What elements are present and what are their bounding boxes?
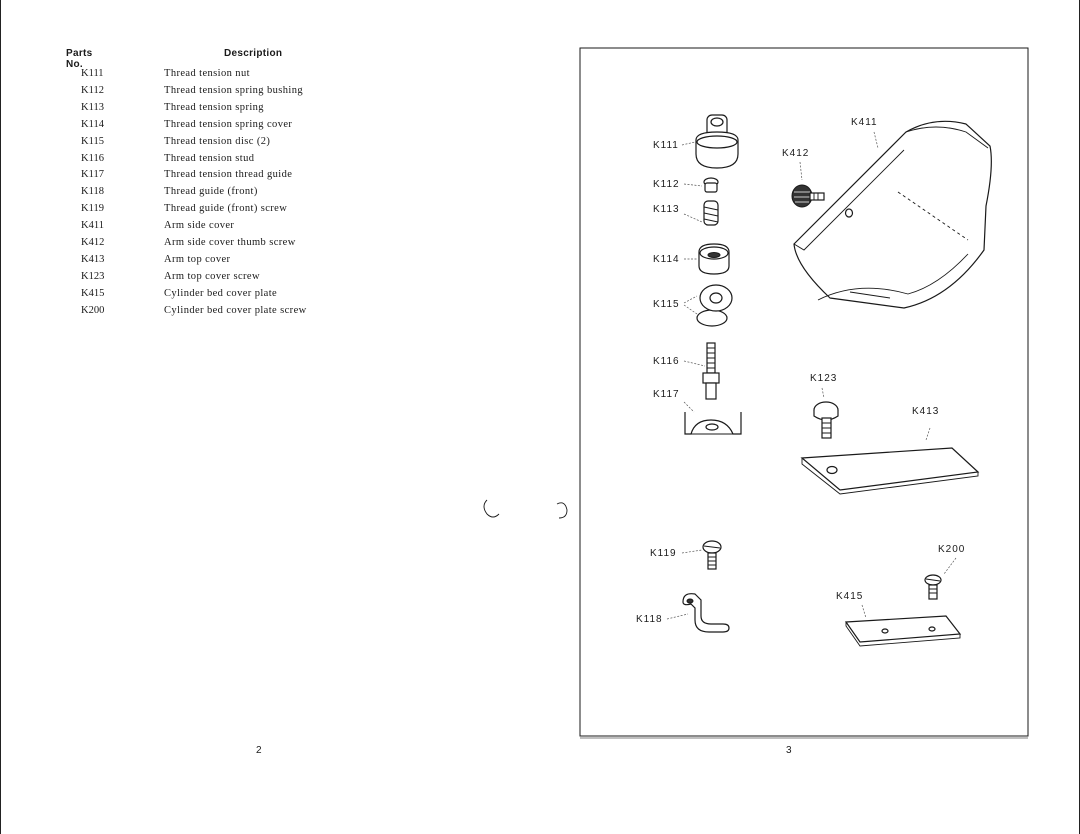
leader-k413 — [925, 427, 931, 441]
part-description: Cylinder bed cover plate screw — [164, 304, 307, 316]
label-k412: K412 — [782, 148, 809, 159]
part-description: Thread tension spring bushing — [164, 84, 304, 96]
part-number: K119 — [81, 203, 104, 215]
part-description: Cylinder bed cover plate — [164, 287, 278, 299]
part-description: Thread tension thread guide — [164, 169, 293, 181]
part-description: Arm side cover — [164, 220, 235, 232]
leader-k115-a — [683, 295, 698, 304]
part-number: K411 — [81, 220, 104, 232]
leader-k200 — [943, 557, 957, 575]
page-number-right: 3 — [786, 745, 792, 756]
k123-arm-top-cover-screw — [813, 401, 839, 439]
part-number: K200 — [81, 304, 105, 316]
k112-spring-bushing — [703, 177, 719, 193]
leader-k412 — [799, 161, 803, 181]
left-page-edge — [0, 0, 1, 834]
part-description: Arm top cover screw — [164, 270, 260, 282]
leader-k113 — [683, 213, 703, 223]
label-k119: K119 — [650, 548, 677, 559]
part-number: K123 — [81, 270, 105, 282]
k111-tension-nut — [695, 114, 739, 169]
part-number: K114 — [81, 118, 104, 130]
header-description: Description — [224, 48, 283, 59]
k117-thread-guide — [684, 412, 742, 435]
part-description: Thread guide (front) screw — [164, 203, 288, 215]
label-k413: K413 — [912, 406, 939, 417]
label-k200: K200 — [938, 544, 965, 555]
leader-k411 — [873, 131, 879, 149]
label-k415: K415 — [836, 591, 863, 602]
leader-k116 — [683, 360, 706, 367]
part-description: Thread tension disc (2) — [164, 135, 271, 147]
part-number: K413 — [81, 253, 105, 265]
part-description: Thread guide (front) — [164, 186, 258, 198]
label-k117: K117 — [653, 389, 680, 400]
k114-spring-cover — [698, 243, 730, 275]
leader-k123 — [821, 387, 825, 399]
label-k123: K123 — [810, 373, 837, 384]
figure-frame — [579, 47, 1029, 737]
leader-k118 — [666, 613, 689, 620]
k411-arm-side-cover — [793, 120, 992, 309]
part-description: Thread tension spring cover — [164, 118, 293, 130]
part-number: K112 — [81, 84, 104, 96]
part-number: K116 — [81, 152, 104, 164]
leader-k119 — [681, 549, 703, 554]
k113-tension-spring — [703, 200, 719, 226]
part-description: Thread tension nut — [164, 68, 250, 79]
label-k114: K114 — [653, 254, 680, 265]
label-k118: K118 — [636, 614, 663, 625]
k119-guide-screw — [702, 540, 722, 570]
part-description: Arm top cover — [164, 253, 231, 265]
leader-k117 — [683, 401, 695, 413]
leader-k111 — [681, 141, 696, 146]
k200-bed-plate-screw — [924, 574, 942, 600]
k118-front-thread-guide — [682, 593, 730, 633]
part-description: Arm side cover thumb screw — [164, 237, 296, 248]
part-number: K118 — [81, 186, 104, 198]
label-k112: K112 — [653, 179, 680, 190]
k115-tension-discs — [696, 284, 733, 327]
part-description: Thread tension spring — [164, 101, 264, 113]
leader-k115-b — [683, 304, 698, 315]
part-number: K415 — [81, 287, 105, 299]
part-number: K115 — [81, 135, 104, 147]
label-k113: K113 — [653, 204, 680, 215]
punch-hole-marks — [483, 499, 568, 519]
part-number: K111 — [81, 68, 104, 79]
label-k115: K115 — [653, 299, 680, 310]
header-parts-no: Parts No. — [66, 48, 93, 70]
k412-thumb-screw — [791, 184, 825, 208]
part-number: K412 — [81, 237, 105, 248]
leader-k112 — [683, 183, 703, 187]
k116-tension-stud — [702, 342, 720, 400]
label-k111: K111 — [653, 140, 679, 151]
k413-arm-top-cover — [800, 447, 980, 495]
label-k116: K116 — [653, 356, 680, 367]
part-description: Thread tension stud — [164, 152, 255, 164]
k415-cylinder-bed-cover-plate — [844, 615, 962, 647]
part-number: K113 — [81, 101, 104, 113]
part-number: K117 — [81, 169, 104, 181]
page-number-left: 2 — [256, 745, 262, 756]
leader-k415 — [861, 604, 867, 619]
label-k411: K411 — [851, 117, 878, 128]
